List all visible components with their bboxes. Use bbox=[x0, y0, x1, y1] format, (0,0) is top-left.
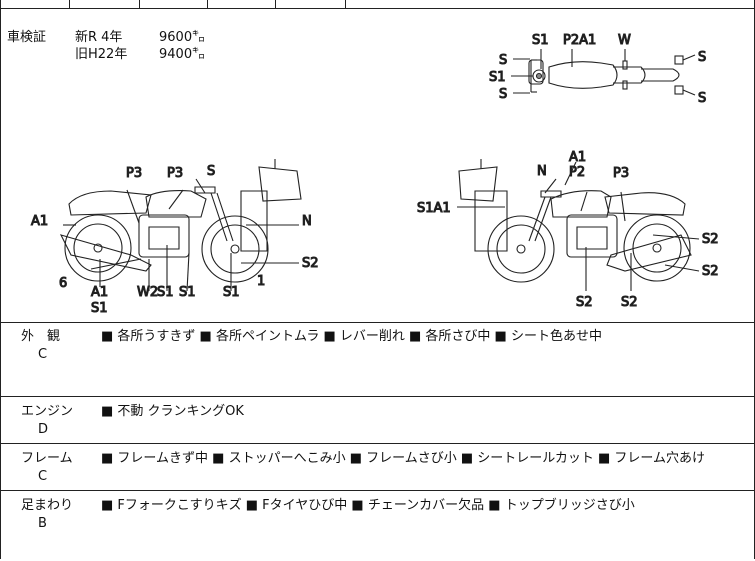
section-grade: B bbox=[38, 516, 47, 531]
left-side-labels: P3 P3 S A1 N 6 A1 S1 W2 S1 S1 S1 1 S2 bbox=[30, 163, 319, 316]
diagram-label: 6 bbox=[59, 276, 67, 291]
section-suspension: 足まわり B ■ Fフォークこすりキズ ■ Fタイヤひび中 ■ チェーンカバー欠… bbox=[1, 491, 754, 559]
diagram-label: 1 bbox=[257, 274, 265, 289]
section-items: ■ 不動 クランキングOK bbox=[101, 404, 244, 419]
diagram-label: S1 bbox=[179, 285, 196, 300]
odometer-new-km: 9600㌔ bbox=[159, 30, 206, 45]
section-label: エンジン bbox=[21, 404, 74, 419]
section-label: 外 観 bbox=[21, 329, 61, 344]
diagram-label: S bbox=[499, 87, 507, 102]
diagram-label: S bbox=[698, 50, 706, 65]
diagram-label: S1 bbox=[157, 285, 174, 300]
section-items: ■ フレームきず中 ■ ストッパーへこみ小 ■ フレームさび小 ■ シートレール… bbox=[101, 451, 706, 466]
odometer-old-registration: 旧H22年 bbox=[75, 47, 128, 62]
diagram-label: S bbox=[499, 53, 507, 68]
top-view-labels: S1 P2A1 W S S1 S S S bbox=[488, 32, 706, 106]
diagram-label: S bbox=[207, 164, 215, 179]
diagram-label: S1 bbox=[91, 301, 108, 316]
diagram-label: S bbox=[698, 91, 706, 106]
diagram-label: W bbox=[618, 33, 631, 48]
diagram-label: S1 bbox=[532, 33, 549, 48]
right-side-labels: A1 N P2 P3 S1A1 S2 S2 S2 S2 bbox=[416, 149, 719, 310]
section-items: ■ Fフォークこすりキズ ■ Fタイヤひび中 ■ チェーンカバー欠品 ■ トップ… bbox=[101, 498, 635, 513]
diagram-label: S2 bbox=[576, 295, 593, 310]
diagram-label: S2 bbox=[302, 256, 319, 271]
diagram-label: A1 bbox=[91, 285, 108, 300]
diagram-label: S2 bbox=[621, 295, 638, 310]
diagram-label: A1 bbox=[569, 150, 586, 165]
diagram-label: A1 bbox=[31, 214, 48, 229]
diagram-label: N bbox=[537, 164, 547, 179]
diagram-label: P3 bbox=[126, 166, 142, 181]
odometer-old-km: 9400㌔ bbox=[159, 47, 206, 62]
section-grade: D bbox=[38, 422, 49, 437]
section-engine: エンジン D ■ 不動 クランキングOK bbox=[1, 397, 754, 444]
motorcycle-right-side-view bbox=[457, 159, 700, 291]
odometer-label: 車検証 bbox=[7, 30, 47, 45]
section-label: フレーム bbox=[21, 451, 73, 466]
diagram-label: N bbox=[302, 214, 312, 229]
section-grade: C bbox=[38, 469, 48, 484]
diagram-label: S2 bbox=[702, 264, 719, 279]
odometer-new-registration: 新R 4年 bbox=[75, 30, 123, 45]
diagram-label: P3 bbox=[167, 166, 183, 181]
motorcycle-top-view bbox=[511, 49, 696, 96]
section-frame: フレーム C ■ フレームきず中 ■ ストッパーへこみ小 ■ フレームさび小 ■… bbox=[1, 444, 754, 491]
diagram-label: P2 bbox=[569, 165, 585, 180]
section-exterior: 外 観 C ■ 各所うすきず ■ 各所ペイントムラ ■ レバー削れ ■ 各所さび… bbox=[1, 322, 754, 397]
diagram-label: P2A1 bbox=[563, 33, 596, 48]
section-items: ■ 各所うすきず ■ 各所ペイントムラ ■ レバー削れ ■ 各所さび中 ■ シー… bbox=[101, 329, 602, 344]
diagram-label: P3 bbox=[613, 166, 629, 181]
diagram-label: W2 bbox=[137, 285, 158, 300]
top-table-cells bbox=[1, 0, 754, 9]
section-grade: C bbox=[38, 347, 48, 362]
motorcycle-diagrams: S1 P2A1 W S S1 S S S bbox=[30, 32, 719, 316]
diagram-label: S1 bbox=[223, 285, 240, 300]
diagram-label: S2 bbox=[702, 232, 719, 247]
damage-diagram: 車検証 新R 4年 9600㌔ 旧H22年 9400㌔ bbox=[1, 9, 754, 323]
diagram-label: S1 bbox=[489, 70, 506, 85]
section-label: 足まわり bbox=[21, 498, 74, 513]
motorcycle-left-side-view bbox=[59, 159, 302, 292]
diagram-label: S1A1 bbox=[417, 201, 451, 216]
